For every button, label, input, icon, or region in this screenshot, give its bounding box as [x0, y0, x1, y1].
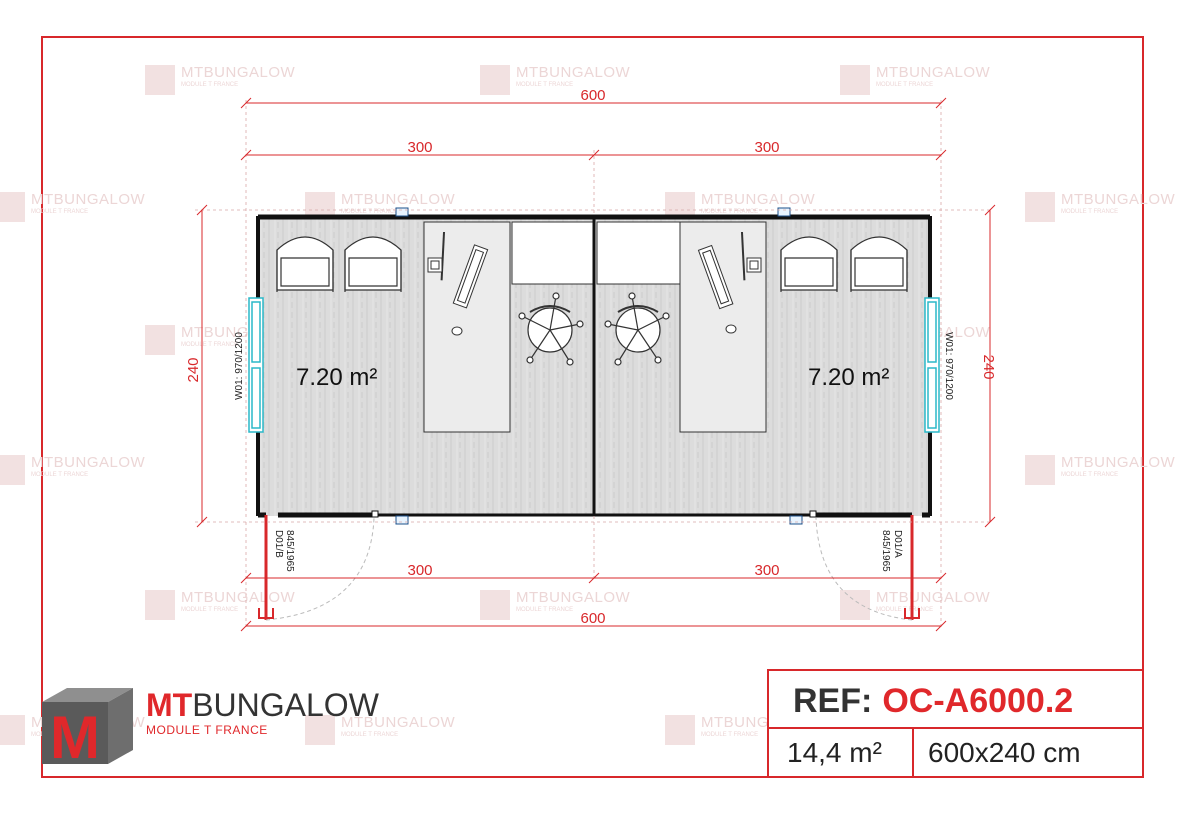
watermark-logo-icon [840, 590, 870, 620]
logo-letter-icon: M [50, 704, 100, 771]
watermark-logo-icon [305, 715, 335, 745]
extension-lines [195, 100, 990, 630]
watermark-logo-icon [145, 65, 175, 95]
watermark-subtext: MODULE T FRANCE [181, 607, 238, 613]
watermark-logo-icon [0, 715, 25, 745]
dim-top-right: 300 [754, 139, 779, 156]
room-area-left: 7.20 m² [296, 364, 377, 391]
watermark-logo-icon [0, 455, 25, 485]
walls [256, 214, 932, 518]
monitor-left [427, 231, 489, 336]
dimension-lines [196, 97, 996, 632]
brand-logo: M MTBUNGALOW MODULE T FRANCE [42, 687, 380, 771]
desk-right [679, 221, 767, 433]
office-chair-right [604, 292, 670, 366]
watermark-logo-icon [480, 590, 510, 620]
office-chair-left [518, 292, 584, 366]
total-area: 14,4 m² [787, 737, 882, 768]
watermark-logo-icon [145, 325, 175, 355]
dim-bottom-left: 300 [407, 562, 432, 579]
monitor-right [697, 231, 762, 334]
watermark-subtext: MODULE T FRANCE [1061, 472, 1118, 478]
watermark-logo-icon [0, 192, 25, 222]
desk-left [423, 221, 511, 433]
watermark-text: MTBUNGALOW [341, 191, 456, 208]
window-right [924, 297, 940, 433]
dim-top-left: 300 [407, 139, 432, 156]
room-area-right: 7.20 m² [808, 364, 889, 391]
dim-top-total: 600 [580, 87, 605, 104]
door-code-left: D01/B [273, 530, 284, 558]
overall-size: 600x240 cm [928, 737, 1081, 768]
watermark-text: MTBUNGALOW [31, 191, 146, 208]
watermark-subtext: MODULE T FRANCE [516, 82, 573, 88]
watermark-subtext: MODULE T FRANCE [341, 209, 398, 215]
watermark-subtext: MODULE T FRANCE [701, 209, 758, 215]
watermark-logo-icon [480, 65, 510, 95]
visitor-chairs [276, 236, 908, 292]
brand-tagline: MODULE T FRANCE [146, 723, 268, 737]
watermark-text: MTBUNGALOW [1061, 191, 1176, 208]
watermark-text: MTBUNGALOW [516, 589, 631, 606]
watermark-subtext: MODULE T FRANCE [1061, 209, 1118, 215]
watermark-subtext: MODULE T FRANCE [31, 209, 88, 215]
watermark-subtext: MODULE T FRANCE [181, 82, 238, 88]
window-label-right: W01: 970/1200 [943, 332, 954, 400]
watermark-text: MTBUNGALOW [876, 64, 991, 81]
watermark-subtext: MODULE T FRANCE [31, 472, 88, 478]
watermark-text: MTBUNGALOW [341, 714, 456, 731]
drawing-border [41, 36, 1144, 778]
watermark-text: MTBUNGALOW [876, 589, 991, 606]
dim-bottom-total: 600 [580, 610, 605, 627]
door-size-left: 845/1965 [284, 530, 295, 572]
dim-bottom-right: 300 [754, 562, 779, 579]
door-size-right: 845/1965 [880, 530, 891, 572]
watermark-subtext: MODULE T FRANCE [701, 732, 758, 738]
brand-name-rest: BUNGALOW [192, 687, 379, 723]
watermark-subtext: MODULE T FRANCE [516, 607, 573, 613]
ref-value: OC-A6000.2 [882, 682, 1073, 720]
watermark-subtext: MODULE T FRANCE [876, 82, 933, 88]
window-label-left: W01: 970/1200 [234, 332, 245, 400]
door-left [258, 515, 375, 621]
brand-name-bold: MT [146, 687, 193, 723]
watermark-text: MTBUNGALOW [516, 64, 631, 81]
watermark-logo-icon [665, 715, 695, 745]
watermark-logo-icon [145, 590, 175, 620]
watermark-text: MTBUNGALOW [181, 64, 296, 81]
watermark-text: MTBUNGALOW [701, 191, 816, 208]
dim-height-right: 240 [980, 354, 997, 379]
watermark-subtext: MODULE T FRANCE [181, 342, 238, 348]
watermark-logo-icon [1025, 455, 1055, 485]
window-left [248, 297, 264, 433]
watermark-text: MTBUNGALOW [1061, 454, 1176, 471]
ref-label: REF: [793, 682, 872, 720]
watermark-subtext: MODULE T FRANCE [341, 732, 398, 738]
wall-sockets [371, 207, 817, 525]
svg-text:MTBUNGALOW: MTBUNGALOW [146, 687, 380, 723]
watermark-text: MTBUNGALOW [181, 589, 296, 606]
svg-text:REF:OC-A6000.2: REF: OC-A6000.2 [793, 682, 1073, 720]
watermark-logo-icon [840, 65, 870, 95]
watermark-text: MTBUNGALOW [31, 454, 146, 471]
dim-height-left: 240 [185, 357, 202, 382]
door-right [815, 515, 920, 621]
door-code-right: D01/A [892, 530, 903, 558]
watermark-logo-icon [1025, 192, 1055, 222]
title-block: REF: OC-A6000.2 14,4 m² 600x240 cm [767, 669, 1144, 778]
